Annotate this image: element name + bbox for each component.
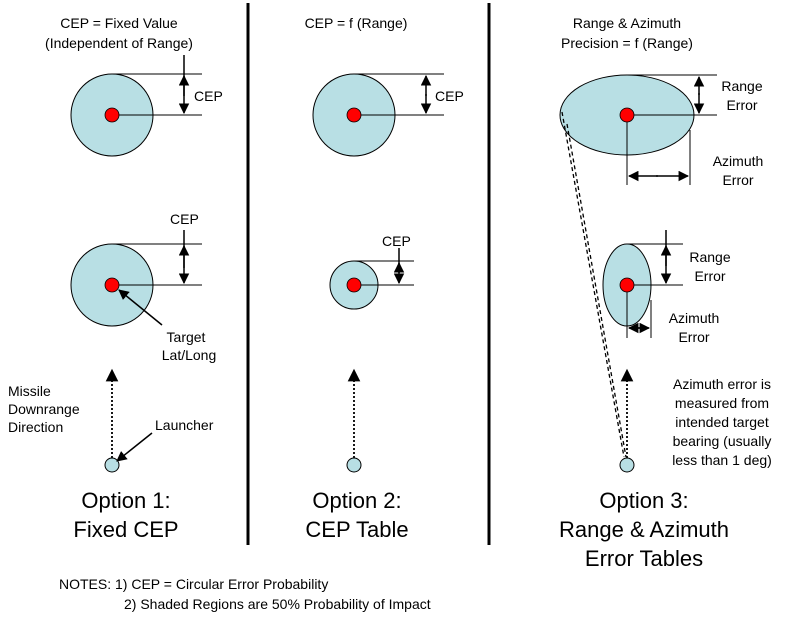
option2-title-line1: Option 2: — [312, 488, 401, 513]
azimuth-note-line5: less than 1 deg) — [672, 452, 772, 468]
target-label-line2: Lat/Long — [162, 347, 217, 363]
panel3-header-line2: Precision = f (Range) — [561, 35, 693, 51]
launcher-marker — [346, 457, 362, 473]
azimuth-note-line2: measured from — [675, 395, 769, 411]
panel1-header-line1: CEP = Fixed Value — [60, 15, 178, 31]
azimuth-note-line1: Azimuth error is — [673, 376, 771, 392]
notes-line1: NOTES: 1) CEP = Circular Error Probabili… — [59, 576, 328, 592]
panel3-header-line1: Range & Azimuth — [573, 15, 681, 31]
cep-label-top: CEP — [194, 88, 223, 104]
panel-1: CEP = Fixed Value (Independent of Range)… — [8, 15, 223, 542]
azimuth-error-top-line1: Azimuth — [713, 153, 764, 169]
cep-label-mid: CEP — [170, 211, 199, 227]
azimuth-error-mid-line1: Azimuth — [669, 310, 720, 326]
target-dot — [619, 107, 635, 123]
cep-label-top: CEP — [435, 88, 464, 104]
notes: NOTES: 1) CEP = Circular Error Probabili… — [59, 576, 431, 612]
target-dot — [104, 277, 120, 293]
azimuth-error-mid-line2: Error — [678, 329, 709, 345]
target-label-line1: Target — [167, 329, 206, 345]
target-pointer-arrow — [118, 289, 163, 326]
azimuth-note-line4: bearing (usually — [673, 433, 772, 449]
azimuth-note-line3: intended target — [675, 414, 769, 430]
option3-title-line1: Option 3: — [599, 488, 688, 513]
option1-title-line2: Fixed CEP — [73, 517, 178, 542]
target-dot — [104, 107, 120, 123]
panel-2: CEP = f (Range) CEP CEP Option 2: CEP Ta… — [305, 15, 464, 542]
launcher-marker — [619, 457, 635, 473]
panel1-header-line2: (Independent of Range) — [45, 35, 193, 51]
panel2-header: CEP = f (Range) — [305, 15, 408, 31]
range-error-mid-line1: Range — [689, 249, 730, 265]
bearing-line-left — [561, 111, 625, 458]
azimuth-error-top-line2: Error — [722, 172, 753, 188]
launcher-pointer-arrow — [116, 432, 153, 462]
panel-3: Range & Azimuth Precision = f (Range) Ra… — [559, 15, 772, 571]
missile-label-line2: Downrange — [8, 401, 80, 417]
launcher-marker — [104, 457, 120, 473]
cep-label-mid: CEP — [382, 233, 411, 249]
option3-title-line2: Range & Azimuth — [559, 517, 729, 542]
range-error-top-line2: Error — [726, 97, 757, 113]
option1-title-line1: Option 1: — [81, 488, 170, 513]
notes-line2: 2) Shaded Regions are 50% Probability of… — [124, 596, 431, 612]
target-dot — [346, 107, 362, 123]
launcher-label: Launcher — [155, 417, 214, 433]
bearing-line-right — [566, 123, 627, 458]
missile-label-line3: Direction — [8, 419, 63, 435]
range-error-mid-line2: Error — [694, 268, 725, 284]
missile-label-line1: Missile — [8, 383, 51, 399]
target-dot — [346, 277, 362, 293]
option3-title-line3: Error Tables — [585, 546, 703, 571]
option2-title-line2: CEP Table — [305, 517, 408, 542]
range-error-top-line1: Range — [721, 78, 762, 94]
target-dot — [619, 277, 635, 293]
